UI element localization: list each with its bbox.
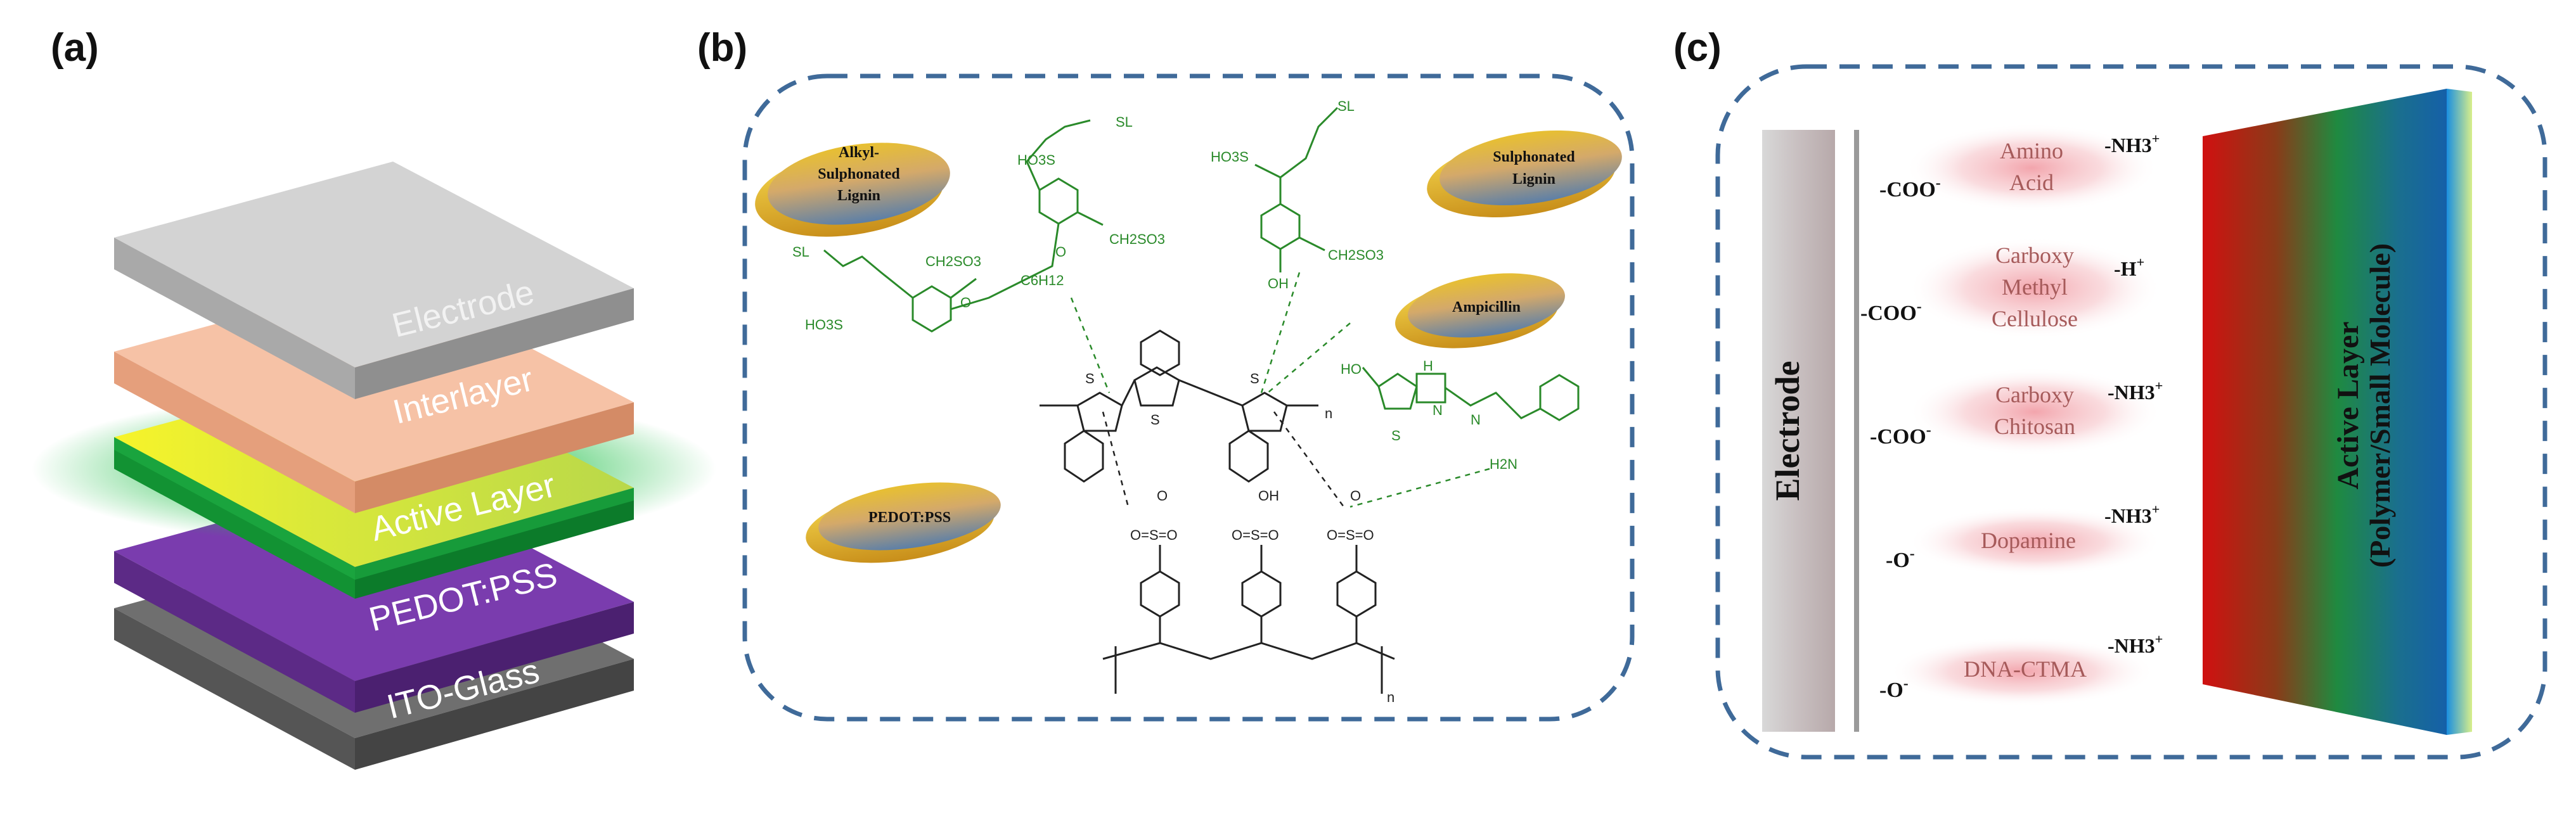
chem-c6h12: C6H12 [1021, 272, 1064, 288]
chem-ho3s-3: HO3S [1211, 149, 1249, 165]
ellipse-alkyl-line2: Sulphonated [818, 166, 900, 182]
ellipse-sulphonated-lignin: Sulphonated Lignin [1427, 130, 1622, 217]
ellipse-sulph-line2: Lignin [1512, 171, 1555, 188]
sulphonated-lignin-structure [1254, 106, 1339, 272]
alkyl-sulphonated-lignin-structure [823, 119, 1104, 333]
ellipse-pedot-pss: PEDOT:PSS [806, 482, 1001, 563]
panel-c-dashed-border [1715, 64, 2547, 760]
ellipse-alkyl-line3: Lignin [837, 188, 880, 204]
panel-label-b: (b) [697, 26, 748, 70]
panel-label-a: (a) [51, 26, 99, 70]
green-dashed-links [1070, 272, 1490, 508]
row3-name-l2: Chitosan [1994, 414, 2075, 439]
row2-name-l2: Methyl [2002, 274, 2068, 300]
chem-o-1: O [960, 295, 971, 310]
row1-anion: -COO- [1879, 175, 1941, 201]
layer-stack: Electrode Interlayer Active Layer PEDOT:… [32, 162, 716, 770]
active-layer-line1: Active Layer [2331, 321, 2365, 489]
ellipse-sulph-line1: Sulphonated [1493, 149, 1575, 165]
chem-s-amp: S [1391, 428, 1401, 443]
chem-n2-amp: N [1471, 412, 1481, 428]
ellipse-alkyl-lignin: Alkyl- Sulphonated Lignin [755, 143, 950, 237]
row1-cation: -NH3+ [2104, 131, 2160, 156]
row5-anion: -O- [1879, 675, 1909, 702]
chem-o-minus-1: O [1157, 488, 1168, 504]
interlayer-row-3: -COO- Carboxy Chitosan -NH3+ [1870, 367, 2163, 456]
row2-name-l3: Cellulose [1992, 306, 2078, 331]
row5-cation: -NH3+ [2108, 631, 2163, 657]
row2-name-l1: Carboxy [1995, 243, 2074, 268]
chem-sl-1: SL [792, 244, 809, 260]
pedot-structure [1040, 329, 1318, 483]
chem-h2n: H2N [1490, 456, 1517, 472]
active-layer-slab [2203, 89, 2472, 735]
chem-oso-1: O=S=O [1130, 527, 1178, 543]
row1-name-l2: Acid [2009, 170, 2054, 195]
chem-n-amp: N [1433, 402, 1443, 418]
chem-sl-3: SL [1337, 98, 1355, 114]
interlayer-row-1: -COO- Amino Acid -NH3+ [1879, 124, 2160, 212]
chem-o-2: O [1055, 244, 1066, 260]
electrode-label: Electrode [1768, 361, 1806, 501]
chem-s-2: S [1150, 412, 1160, 428]
ellipse-alkyl-line1: Alkyl- [839, 144, 879, 161]
chem-sl-2: SL [1116, 114, 1133, 130]
chem-ch2so3-3: CH2SO3 [1328, 247, 1384, 263]
chem-ho3s-2: HO3S [1017, 152, 1055, 168]
chem-n-pss: n [1387, 689, 1394, 705]
interlayer-row-4: -O- Dopamine -NH3+ [1886, 501, 2161, 577]
pss-structure [1102, 545, 1395, 694]
chem-o-minus-2: O [1350, 488, 1361, 504]
row3-name-l1: Carboxy [1995, 382, 2074, 407]
row1-name-l1: Amino [2000, 138, 2063, 163]
row4-cation: -NH3+ [2104, 501, 2160, 527]
row3-cation: -NH3+ [2108, 378, 2163, 404]
chem-ch2so3-2: CH2SO3 [1109, 231, 1165, 247]
interlayer-row-2: -COO- Carboxy Methyl Cellulose -H+ [1860, 238, 2161, 339]
panel-label-c: (c) [1673, 26, 1722, 70]
active-layer-line2: (Polymer/Small Molecule) [2364, 243, 2396, 568]
interlayer-row-5: -O- DNA-CTMA -NH3+ [1879, 631, 2163, 706]
ampicillin-structure [1362, 367, 1580, 421]
chem-oh-1: OH [1268, 276, 1289, 291]
ellipse-ampicillin: Ampicillin [1395, 273, 1565, 348]
row5-name-l1: DNA-CTMA [1964, 656, 2087, 682]
row2-anion: -COO- [1860, 298, 1922, 325]
chem-ch2so3-1: CH2SO3 [925, 253, 981, 269]
chem-oh-2: OH [1258, 488, 1279, 504]
row4-anion: -O- [1886, 545, 1915, 572]
panel-b-dashed-border [742, 73, 1635, 722]
chem-oso-2: O=S=O [1232, 527, 1279, 543]
black-dashed-links [1102, 411, 1345, 507]
electrode-slab [1762, 130, 1859, 732]
chem-ho: HO [1341, 361, 1362, 377]
chem-n-pedot: n [1325, 405, 1332, 421]
row3-anion: -COO- [1870, 422, 1931, 449]
ellipse-pedot-label: PEDOT:PSS [868, 509, 951, 526]
ellipse-ampicillin-label: Ampicillin [1452, 299, 1521, 316]
chem-s-1: S [1085, 371, 1095, 386]
chem-s-3: S [1250, 371, 1259, 386]
chem-ho3s-1: HO3S [805, 317, 843, 333]
chem-h-amp: H [1423, 358, 1433, 374]
row4-name-l1: Dopamine [1981, 528, 2076, 553]
chem-oso-3: O=S=O [1327, 527, 1374, 543]
layer-electrode [114, 162, 634, 399]
